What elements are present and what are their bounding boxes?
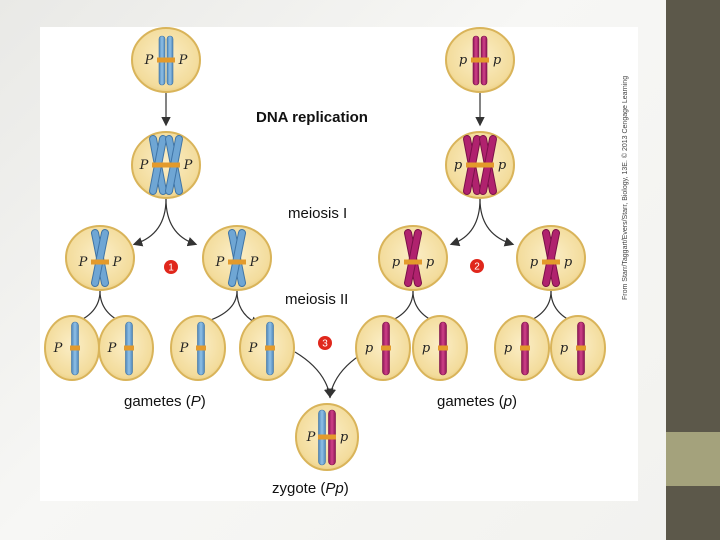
fork-arrow <box>479 198 515 247</box>
allele-label: p <box>498 158 507 173</box>
allele-label: p <box>459 53 468 68</box>
step-badge-2: 2 <box>470 259 484 273</box>
gamete-cell: p <box>412 315 468 381</box>
gamete-cell: p <box>550 315 606 381</box>
allele-label: P <box>112 255 122 270</box>
gamete-cell: P <box>239 315 295 381</box>
allele-label: p <box>392 255 401 270</box>
allele-label: P <box>306 430 316 445</box>
zygote-label: zygote (Pp) <box>272 480 349 497</box>
allele-label: P <box>178 53 188 68</box>
gamete-cell: P <box>170 315 226 381</box>
allele-label: p <box>422 341 431 356</box>
allele-label: p <box>365 341 374 356</box>
sidebar-accent <box>666 432 720 486</box>
fork-arrow <box>449 198 481 247</box>
allele-label: P <box>53 341 63 356</box>
allele-label: p <box>530 255 539 270</box>
allele-label: P <box>248 341 258 356</box>
step-badge-1: 1 <box>164 260 178 274</box>
gamete-cell: P <box>44 315 100 381</box>
fork-arrow <box>132 198 167 247</box>
step-badges: 1 2 3 <box>164 259 484 350</box>
allele-label: P <box>144 53 154 68</box>
meiosis-1-label: meiosis I <box>288 205 348 222</box>
allele-label: p <box>493 53 502 68</box>
svg-text:3: 3 <box>322 339 328 350</box>
allele-label: P <box>183 158 193 173</box>
dna-replication-label: DNA replication <box>256 109 368 126</box>
svg-text:2: 2 <box>474 262 480 273</box>
allele-label: P <box>78 255 88 270</box>
gamete-cell: p <box>355 315 411 381</box>
allele-label: p <box>340 430 349 445</box>
allele-label: P <box>107 341 117 356</box>
allele-label: p <box>454 158 463 173</box>
copyright-credit: From Starr/Taggart/Evers/Starr, Biology,… <box>622 75 629 300</box>
allele-label: p <box>426 255 435 270</box>
meiosis-2-label: meiosis II <box>285 291 349 308</box>
allele-label: P <box>249 255 259 270</box>
gamete-cell: p <box>494 315 550 381</box>
fork-arrow <box>165 198 198 247</box>
allele-label: P <box>215 255 225 270</box>
allele-label: p <box>564 255 573 270</box>
gametes-p-label: gametes (p) <box>437 393 518 410</box>
gamete-cell: P <box>98 315 154 381</box>
gametes-P-label: gametes (P) <box>124 393 206 410</box>
fusion-arrow <box>294 351 334 399</box>
step-badge-3: 3 <box>318 336 332 350</box>
allele-label: p <box>504 341 513 356</box>
svg-text:1: 1 <box>168 263 174 274</box>
allele-label: P <box>139 158 149 173</box>
allele-label: p <box>560 341 569 356</box>
allele-label: P <box>179 341 189 356</box>
